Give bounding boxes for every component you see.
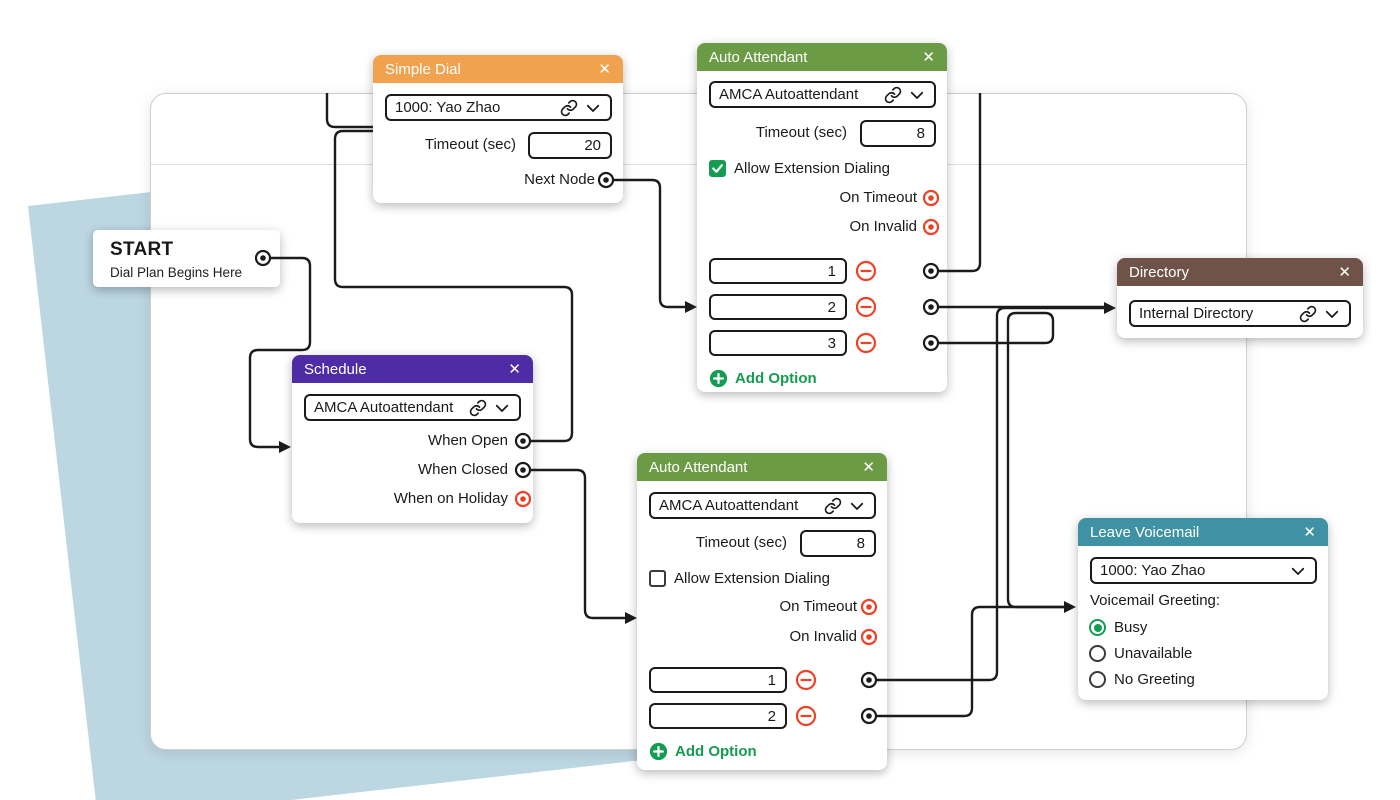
selected-value: AMCA Autoattendant: [719, 86, 859, 103]
chevron-down-icon: [586, 104, 600, 112]
on-timeout-label: On Timeout: [779, 598, 857, 615]
remove-option-button[interactable]: [795, 705, 817, 727]
plus-icon: [649, 742, 668, 761]
timeout-label: Timeout (sec): [695, 534, 787, 551]
allow-extension-dialing-label: Allow Extension Dialing: [734, 160, 890, 177]
directory-select[interactable]: Internal Directory: [1129, 300, 1351, 327]
close-icon[interactable]: ✕: [1303, 523, 1316, 541]
aa-top-attendant-select[interactable]: AMCA Autoattendant: [709, 81, 936, 108]
chevron-down-icon: [1291, 567, 1305, 575]
close-icon[interactable]: ✕: [598, 60, 611, 78]
add-option-label: Add Option: [735, 370, 817, 387]
aa-bottom-attendant-select[interactable]: AMCA Autoattendant: [649, 492, 876, 519]
option-2-input[interactable]: [649, 703, 787, 729]
selected-value: 1000: Yao Zhao: [395, 99, 501, 116]
when-on-holiday-label: When on Holiday: [393, 490, 508, 507]
greeting-no-greeting-label: No Greeting: [1114, 671, 1195, 688]
option-2-input[interactable]: [709, 294, 847, 320]
node-simple-dial-header[interactable]: Simple Dial ✕: [373, 55, 623, 83]
start-subtitle: Dial Plan Begins Here: [110, 265, 243, 280]
start-title: START: [110, 239, 174, 260]
remove-option-button[interactable]: [855, 332, 877, 354]
plus-icon: [709, 369, 728, 388]
node-title: Schedule: [304, 360, 367, 378]
node-leave-voicemail-header[interactable]: Leave Voicemail ✕: [1078, 518, 1328, 546]
next-node-label: Next Node: [524, 171, 595, 188]
add-option-button[interactable]: Add Option: [709, 369, 817, 388]
chevron-down-icon: [495, 404, 509, 412]
remove-option-button[interactable]: [795, 669, 817, 691]
chevron-down-icon: [850, 502, 864, 510]
remove-option-button[interactable]: [855, 260, 877, 282]
link-icon: [560, 99, 578, 116]
when-open-label: When Open: [427, 432, 508, 449]
selected-value: AMCA Autoattendant: [659, 497, 799, 514]
timeout-label: Timeout (sec): [424, 136, 516, 153]
simple-dial-destination-select[interactable]: 1000: Yao Zhao: [385, 94, 612, 121]
add-option-button[interactable]: Add Option: [649, 742, 757, 761]
node-auto-attendant-top-header[interactable]: Auto Attendant ✕: [697, 43, 947, 71]
on-invalid-label: On Invalid: [789, 628, 857, 645]
node-auto-attendant-top[interactable]: Auto Attendant ✕ AMCA Autoattendant Time…: [697, 43, 947, 392]
node-simple-dial[interactable]: Simple Dial ✕ 1000: Yao Zhao Timeout (se…: [373, 55, 623, 203]
when-closed-label: When Closed: [417, 461, 508, 478]
node-title: Leave Voicemail: [1090, 523, 1200, 541]
schedule-select[interactable]: AMCA Autoattendant: [304, 394, 521, 421]
link-icon: [824, 497, 842, 514]
close-icon[interactable]: ✕: [508, 360, 521, 378]
node-auto-attendant-bottom[interactable]: Auto Attendant ✕ AMCA Autoattendant Time…: [637, 453, 887, 770]
node-title: Directory: [1129, 263, 1190, 281]
voicemail-greeting-label: Voicemail Greeting:: [1090, 592, 1221, 609]
on-invalid-label: On Invalid: [849, 218, 917, 235]
greeting-busy-radio[interactable]: [1089, 619, 1106, 636]
node-title: Auto Attendant: [649, 458, 748, 476]
close-icon[interactable]: ✕: [862, 458, 875, 476]
node-leave-voicemail[interactable]: Leave Voicemail ✕ 1000: Yao Zhao Voicema…: [1078, 518, 1328, 700]
node-title: Auto Attendant: [709, 48, 808, 66]
link-icon: [1299, 305, 1317, 322]
greeting-unavailable-label: Unavailable: [1114, 645, 1193, 662]
node-schedule[interactable]: Schedule ✕ AMCA Autoattendant When Open …: [292, 355, 533, 523]
timeout-input[interactable]: [528, 132, 612, 159]
close-icon[interactable]: ✕: [922, 48, 935, 66]
close-icon[interactable]: ✕: [1338, 263, 1351, 281]
selected-value: AMCA Autoattendant: [314, 399, 454, 416]
selected-value: 1000: Yao Zhao: [1100, 562, 1206, 579]
node-title: Simple Dial: [385, 60, 461, 78]
node-directory[interactable]: Directory ✕ Internal Directory: [1117, 258, 1363, 338]
timeout-label: Timeout (sec): [755, 124, 847, 141]
check-icon: [712, 164, 723, 173]
node-schedule-header[interactable]: Schedule ✕: [292, 355, 533, 383]
option-3-input[interactable]: [709, 330, 847, 356]
allow-extension-dialing-checkbox[interactable]: [709, 160, 726, 177]
link-icon: [884, 86, 902, 103]
node-auto-attendant-bottom-header[interactable]: Auto Attendant ✕: [637, 453, 887, 481]
remove-option-button[interactable]: [855, 296, 877, 318]
add-option-label: Add Option: [675, 743, 757, 760]
chevron-down-icon: [910, 91, 924, 99]
radio-dot: [1093, 623, 1102, 632]
option-1-input[interactable]: [649, 667, 787, 693]
node-start[interactable]: START Dial Plan Begins Here: [93, 230, 280, 287]
chevron-down-icon: [1325, 310, 1339, 318]
greeting-busy-label: Busy: [1114, 619, 1148, 636]
allow-extension-dialing-label: Allow Extension Dialing: [674, 570, 830, 587]
timeout-input[interactable]: [800, 530, 876, 557]
on-timeout-label: On Timeout: [839, 189, 917, 206]
option-1-input[interactable]: [709, 258, 847, 284]
timeout-input[interactable]: [860, 120, 936, 147]
allow-extension-dialing-checkbox[interactable]: [649, 570, 666, 587]
link-icon: [469, 399, 487, 416]
greeting-no-greeting-radio[interactable]: [1089, 671, 1106, 688]
voicemail-box-select[interactable]: 1000: Yao Zhao: [1090, 557, 1317, 584]
node-directory-header[interactable]: Directory ✕: [1117, 258, 1363, 286]
greeting-unavailable-radio[interactable]: [1089, 645, 1106, 662]
selected-value: Internal Directory: [1139, 305, 1254, 322]
